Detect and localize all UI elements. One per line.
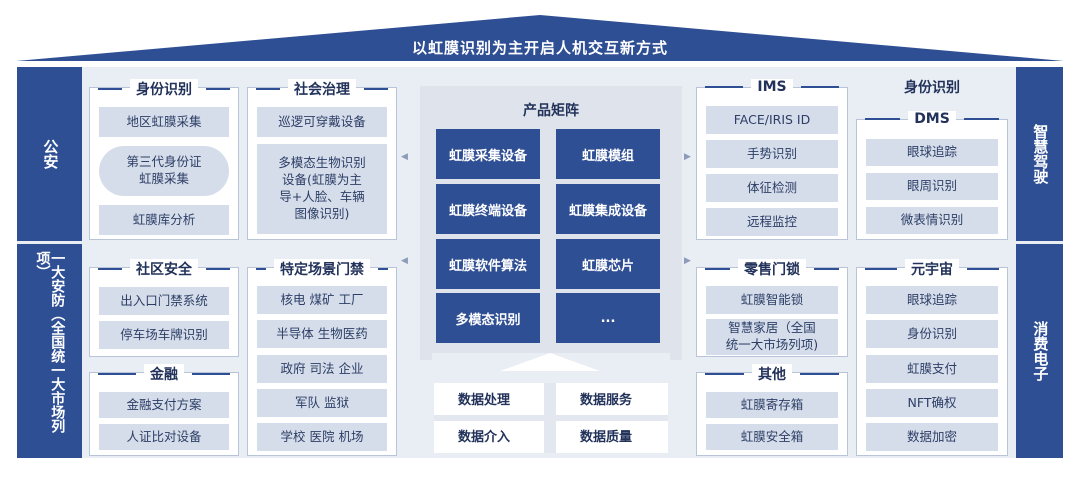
item-iris-db: 虹膜库分析 xyxy=(99,205,229,235)
panel-title: 元宇宙 xyxy=(905,259,959,279)
panel-community: 社区安全 出入口门禁系统 停车场车牌识别 xyxy=(89,259,239,357)
sidebar-label: 智慧驾驶 xyxy=(1031,124,1050,184)
item-regional-iris: 地区虹膜采集 xyxy=(99,107,229,137)
data-services xyxy=(434,383,668,453)
item-id-comparison: 人证比对设备 xyxy=(99,424,229,450)
item-multimodal-device: 多模态生物识别 设备(虹膜为主 导+人脸、车辆 图像识别) xyxy=(257,144,387,234)
identity-right-header: 身份识别 xyxy=(856,77,1008,97)
item-iris-locker: 虹膜寄存箱 xyxy=(706,392,838,418)
item-wearable: 巡逻可穿戴设备 xyxy=(257,107,387,137)
item-eye-tracking: 眼球追踪 xyxy=(866,139,998,166)
data-item: 数据服务 xyxy=(580,393,633,408)
item-scenario: 核电 煤矿 工厂 xyxy=(257,286,387,314)
item-periocular: 眼周识别 xyxy=(866,173,998,200)
item-scenario: 军队 监狱 xyxy=(257,389,387,417)
matrix-item: 虹膜软件算法 xyxy=(436,239,540,289)
panel-title: IMS xyxy=(751,79,793,95)
data-item: 数据质量 xyxy=(580,430,633,445)
arrow-icon: ◀ xyxy=(401,152,408,162)
panel-title: 身份识别 xyxy=(130,79,198,99)
panel-other: 其他 虹膜寄存箱 虹膜安全箱 xyxy=(696,364,848,456)
matrix-item: 虹膜芯片 xyxy=(556,239,660,289)
panel-title: 零售门锁 xyxy=(738,259,806,279)
item-finance-payment: 金融支付方案 xyxy=(99,392,229,418)
panel-metaverse: 元宇宙 眼球追踪 身份识别 虹膜支付 NFT确权 数据加密 xyxy=(856,259,1008,456)
item-smart-home: 智慧家居（全国 统一大市场列项) xyxy=(706,319,838,355)
panel-retail-lock: 零售门锁 虹膜智能锁 智慧家居（全国 统一大市场列项) xyxy=(696,259,848,357)
matrix-item: 多模态识别 xyxy=(436,293,540,343)
item-metaverse: 身份识别 xyxy=(866,320,998,348)
panel-title: 身份识别 xyxy=(898,77,966,97)
arrow-icon: ▶ xyxy=(684,152,691,162)
panel-title: 其他 xyxy=(752,364,792,384)
item-face-iris-id: FACE/IRIS ID xyxy=(706,106,838,134)
item-plate-recognition: 停车场车牌识别 xyxy=(99,321,229,349)
panel-title: 社会治理 xyxy=(288,79,356,99)
item-scenario: 半导体 生物医药 xyxy=(257,320,387,348)
item-scenario: 学校 医院 机场 xyxy=(257,423,387,451)
item-remote-monitor: 远程监控 xyxy=(706,208,838,236)
page-title: 以虹膜识别为主开启人机交互新方式 xyxy=(411,39,668,57)
item-access-control: 出入口门禁系统 xyxy=(99,287,229,315)
sidebar-label: 消费电子 xyxy=(1031,321,1050,381)
matrix-item: 虹膜模组 xyxy=(556,129,660,179)
panel-ims: IMS FACE/IRIS ID 手势识别 体征检测 远程监控 xyxy=(696,79,848,240)
pedestal-arrow xyxy=(500,353,600,371)
sidebar-consumer-electronics: 消费电子 xyxy=(1016,244,1063,458)
matrix-item: 虹膜采集设备 xyxy=(436,129,540,179)
item-vital-signs: 体征检测 xyxy=(706,174,838,202)
panel-title: 社区安全 xyxy=(130,259,198,279)
sidebar-public-security: 公安 xyxy=(17,67,82,241)
sidebar-label: 一大安防（全国统一大市场列项） xyxy=(34,251,66,433)
arrow-icon: ◀ xyxy=(401,256,408,266)
item-metaverse: 虹膜支付 xyxy=(866,355,998,383)
panel-finance: 金融 金融支付方案 人证比对设备 xyxy=(89,364,239,456)
data-item: 数据处理 xyxy=(458,393,511,408)
panel-social-governance: 社会治理 巡逻可穿戴设备 多模态生物识别 设备(虹膜为主 导+人脸、车辆 图像识… xyxy=(247,79,397,240)
arrow-icon: ▶ xyxy=(684,256,691,266)
sidebar-smart-driving: 智慧驾驶 xyxy=(1016,67,1063,241)
matrix-item: 虹膜终端设备 xyxy=(436,184,540,234)
item-smart-lock: 虹膜智能锁 xyxy=(706,286,838,314)
panel-special-scenarios: 特定场景门禁 核电 煤矿 工厂 半导体 生物医药 政府 司法 企业 军队 监狱 … xyxy=(247,259,397,456)
data-item: 数据介入 xyxy=(458,430,511,445)
product-matrix-title: 产品矩阵 xyxy=(523,103,579,119)
panel-title: DMS xyxy=(908,111,956,127)
item-metaverse: 眼球追踪 xyxy=(866,286,998,314)
item-gesture: 手势识别 xyxy=(706,140,838,168)
item-micro-expression: 微表情识别 xyxy=(866,207,998,234)
item-metaverse: 数据加密 xyxy=(866,423,998,451)
panel-identity: 身份识别 地区虹膜采集 第三代身份证 虹膜采集 虹膜库分析 xyxy=(89,79,239,240)
item-metaverse: NFT确权 xyxy=(866,389,998,417)
matrix-item: 虹膜集成设备 xyxy=(556,184,660,234)
panel-title: 特定场景门禁 xyxy=(274,259,370,279)
item-id-card-iris: 第三代身份证 虹膜采集 xyxy=(99,146,229,196)
sidebar-security: 一大安防（全国统一大市场列项） xyxy=(17,244,82,458)
item-scenario: 政府 司法 企业 xyxy=(257,355,387,383)
matrix-item: ... xyxy=(556,293,660,343)
roof-banner xyxy=(16,15,1064,61)
panel-dms: DMS 眼球追踪 眼周识别 微表情识别 xyxy=(856,111,1008,240)
panel-title: 金融 xyxy=(144,364,184,384)
item-iris-safe: 虹膜安全箱 xyxy=(706,424,838,450)
sidebar-label: 公安 xyxy=(41,139,60,169)
